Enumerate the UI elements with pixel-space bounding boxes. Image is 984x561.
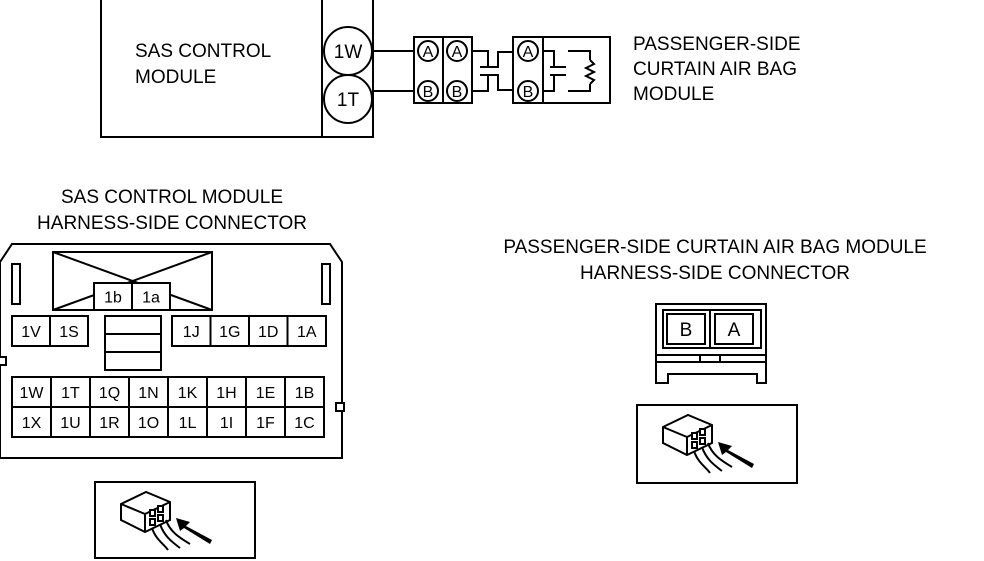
svg-text:1I: 1I [220,415,233,432]
pin-cell-1u: 1U [50,406,91,438]
svg-text:1U: 1U [60,415,80,432]
svg-text:HARNESS-SIDE CONNECTOR: HARNESS-SIDE CONNECTOR [580,263,850,284]
pin-cell-1f: 1F [245,406,286,438]
svg-text:A: A [452,44,463,61]
pin-cell-1b: 1B [284,376,325,408]
svg-text:1S: 1S [59,324,79,341]
terminal-b-left: B [417,80,439,102]
pin-1t: 1T [323,74,373,124]
airbag-module-box: A B [512,36,611,104]
pin-cell-1d: 1D [248,315,289,347]
terminal-a-left: A [417,40,439,62]
svg-text:1Q: 1Q [99,385,120,402]
terminal-b-airbag: B [517,80,539,102]
svg-text:1L: 1L [179,415,197,432]
svg-text:HARNESS-SIDE CONNECTOR: HARNESS-SIDE CONNECTOR [37,213,307,234]
svg-text:PASSENGER-SIDE: PASSENGER-SIDE [633,34,801,55]
svg-text:MODULE: MODULE [633,84,714,105]
sas-control-module-box: SAS CONTROL MODULE [100,0,374,138]
svg-text:1N: 1N [138,385,158,402]
airbag-pin-a: A [728,320,741,341]
sas-connector-pins: 1b 1a 1V 1S 1J 1G 1D 1A 1W 1T 1Q 1N 1K 1H 1E 1B 1X 1U 1R 1O… [11,282,327,438]
connector-view-direction-icon [94,481,256,559]
pin-cell-1e: 1E [245,376,286,408]
pin-cell-1j: 1J [171,315,212,347]
pin-cell-1o: 1O [128,406,169,438]
pin-cell-1h: 1H [206,376,247,408]
svg-text:PASSENGER-SIDE CURTAIN AIR BAG: PASSENGER-SIDE CURTAIN AIR BAG MODULE [503,237,926,258]
terminal-b-right: B [446,80,468,102]
svg-text:A: A [728,320,741,341]
airbag-connector-face [655,303,767,384]
svg-text:1B: 1B [295,385,315,402]
connector-view-direction-icon [636,404,798,484]
pin-cell-1t: 1T [50,376,91,408]
module-label-line2: MODULE [135,67,216,88]
pin-cell-1s: 1S [49,315,89,347]
svg-text:1R: 1R [99,415,119,432]
pin-cell-1w: 1W [11,376,52,408]
svg-text:1C: 1C [294,415,314,432]
svg-text:1T: 1T [61,385,80,402]
svg-text:CURTAIN AIR BAG: CURTAIN AIR BAG [633,59,797,80]
svg-text:1V: 1V [21,324,41,341]
svg-text:B: B [680,320,693,341]
svg-text:B: B [452,84,463,101]
svg-text:1D: 1D [258,324,278,341]
svg-text:1T: 1T [337,90,360,111]
wiring-lines [372,50,597,92]
terminal-a-airbag: A [517,40,539,62]
svg-text:B: B [423,84,434,101]
svg-text:1J: 1J [183,324,200,341]
svg-text:1K: 1K [178,385,198,402]
pin-cell-1l: 1L [167,406,208,438]
pin-cell-1k: 1K [167,376,208,408]
svg-text:1O: 1O [138,415,159,432]
svg-text:1E: 1E [256,385,276,402]
pin-cell-1x: 1X [11,406,52,438]
pin-cell-1v: 1V [11,315,51,347]
svg-text:1H: 1H [216,385,236,402]
svg-text:1W: 1W [334,42,363,63]
airbag-connector-title: PASSENGER-SIDE CURTAIN AIR BAG MODULE HA… [503,237,926,284]
pin-cell-1a: 1A [286,315,327,347]
svg-text:SAS CONTROL MODULE: SAS CONTROL MODULE [61,187,283,208]
svg-text:1F: 1F [256,415,275,432]
pin-cell-1n: 1N [128,376,169,408]
svg-text:1G: 1G [219,324,240,341]
pin-cell-1b: 1b [93,282,133,311]
sas-connector-title: SAS CONTROL MODULE HARNESS-SIDE CONNECTO… [37,187,307,234]
airbag-module-label: PASSENGER-SIDE CURTAIN AIR BAG MODULE [633,34,801,105]
svg-text:B: B [523,84,534,101]
pin-cell-1i: 1I [206,406,247,438]
svg-text:1a: 1a [142,290,160,307]
pin-cell-1g: 1G [209,315,250,347]
pin-1w: 1W [323,26,373,76]
svg-text:1b: 1b [104,290,122,307]
svg-text:A: A [423,44,434,61]
svg-text:1A: 1A [297,324,317,341]
terminal-a-right: A [446,40,468,62]
pin-cell-1a: 1a [131,282,171,311]
harness-connector-pair: A A B B [413,36,473,104]
svg-text:A: A [523,44,534,61]
pin-cell-1q: 1Q [89,376,130,408]
pin-cell-1r: 1R [89,406,130,438]
svg-text:1X: 1X [22,415,42,432]
airbag-pin-b: B [680,320,693,341]
pin-cell-1c: 1C [284,406,325,438]
module-label-line1: SAS CONTROL [135,41,271,62]
svg-text:1W: 1W [20,385,45,402]
